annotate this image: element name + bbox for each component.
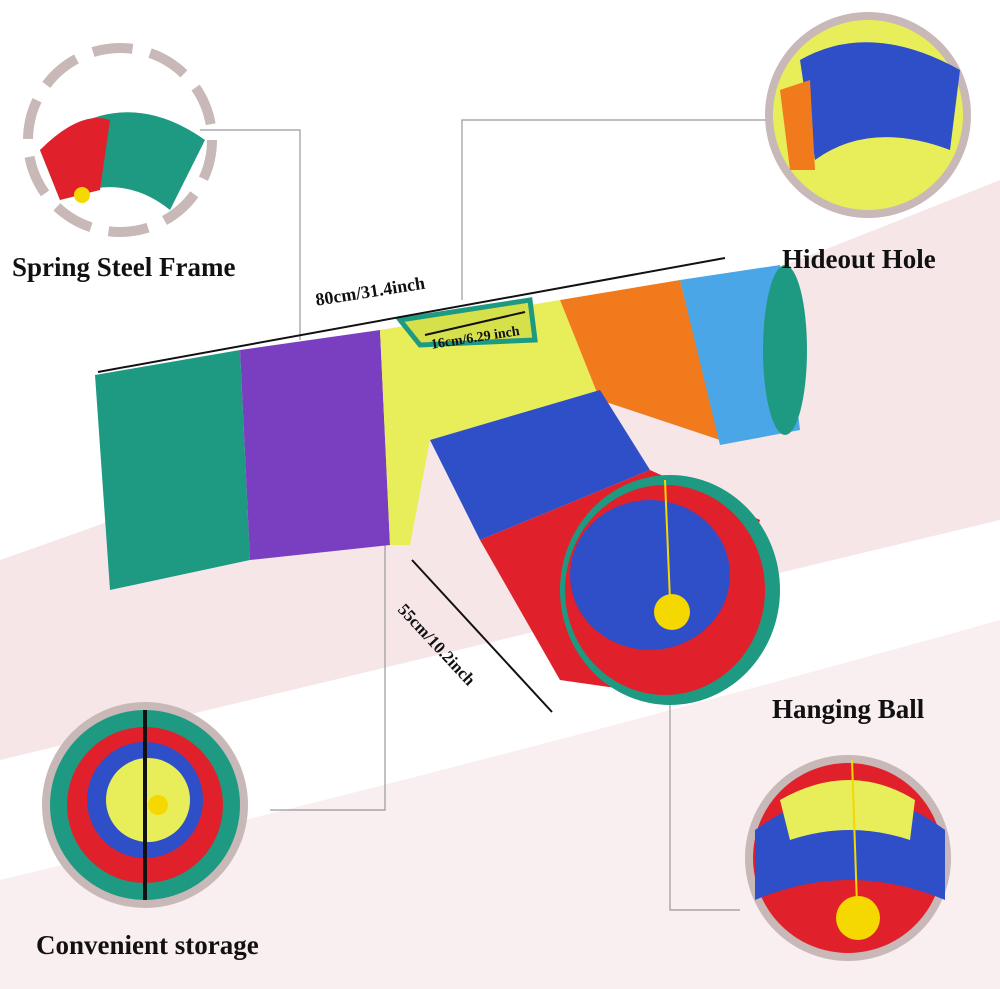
detail-circle-hideout: [765, 12, 971, 218]
background-swoosh: [0, 620, 1000, 989]
feature-label-spring-frame: Spring Steel Frame: [12, 252, 236, 282]
leader-lines: [200, 119, 770, 911]
detail-circle-spring-frame: [23, 43, 217, 237]
feature-label-storage: Convenient storage: [36, 930, 259, 960]
detail-circle-storage: [42, 702, 248, 908]
detail-circle-hanging-ball: [745, 755, 951, 961]
dimension-arrows: [97, 257, 726, 713]
feature-label-hideout: Hideout Hole: [782, 244, 936, 274]
cat-tunnel: [95, 265, 807, 705]
feature-label-hanging-ball: Hanging Ball: [772, 694, 925, 724]
